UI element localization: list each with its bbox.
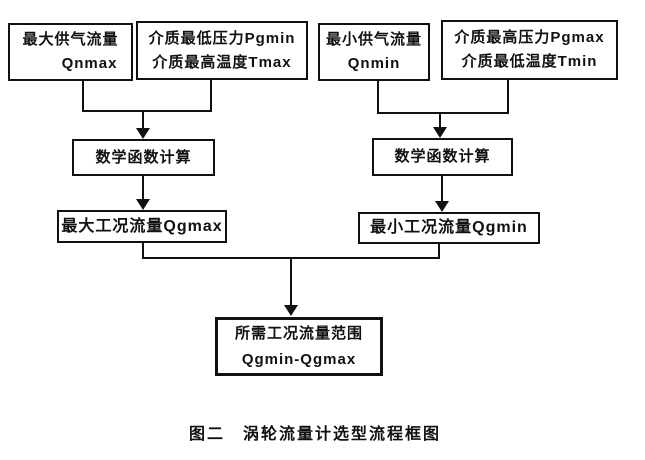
box-text-line: 最小供气流量 [325,31,422,48]
connector-line [142,176,144,201]
box-min-working-flow: 最小工况流量Qgmin [358,212,540,244]
box-math-function-right: 数学函数计算 [372,138,513,176]
connector-line [142,243,144,259]
connector-line [290,259,292,306]
box-text-line: Qnmin [347,55,401,72]
box-max-pressure-min-temp: 介质最高压力Pgmax 介质最低温度Tmin [441,20,618,80]
connector-line [438,244,440,259]
box-required-flow-range: 所需工况流量范围 Qgmin-Qgmax [215,317,383,376]
arrow-down-icon [435,201,449,212]
connector-line [142,257,440,259]
box-text-line: 介质最低温度Tmin [461,53,598,70]
box-text-line: 数学函数计算 [95,148,192,166]
box-text-line: 所需工况流量范围 [234,324,363,342]
box-text-line: 最小工况流量Qgmin [370,219,528,236]
connector-line [82,110,212,112]
box-text-line: 数学函数计算 [394,148,491,165]
box-text-line: 介质最低压力Pgmin [148,29,296,47]
connector-line [441,176,443,203]
box-text-line: Qnmax [61,55,118,72]
figure-caption: 图二 涡轮流量计选型流程框图 [188,426,441,443]
connector-line [377,112,509,114]
box-text-line: 最大工况流量Qgmax [61,217,223,235]
box-max-supply-flow: 最大供气流量 Qnmax [8,23,133,81]
connector-line [507,80,509,114]
connector-line [377,81,379,114]
connector-line [82,81,84,112]
box-min-pressure-max-temp: 介质最低压力Pgmin 介质最高温度Tmax [136,21,308,80]
box-text-line: 介质最高温度Tmax [152,53,292,71]
connector-line [142,112,144,130]
box-text-line: Qgmin-Qgmax [241,350,357,368]
arrow-down-icon [136,128,150,139]
box-math-function-left: 数学函数计算 [72,139,215,176]
arrow-down-icon [284,305,298,316]
connector-line [439,114,441,129]
box-max-working-flow: 最大工况流量Qgmax [57,210,227,243]
box-min-supply-flow: 最小供气流量 Qnmin [318,23,430,81]
box-text-line: 最大供气流量 [22,31,119,48]
arrow-down-icon [433,127,447,138]
box-text-line: 介质最高压力Pgmax [454,29,605,46]
arrow-down-icon [136,199,150,210]
connector-line [210,80,212,112]
